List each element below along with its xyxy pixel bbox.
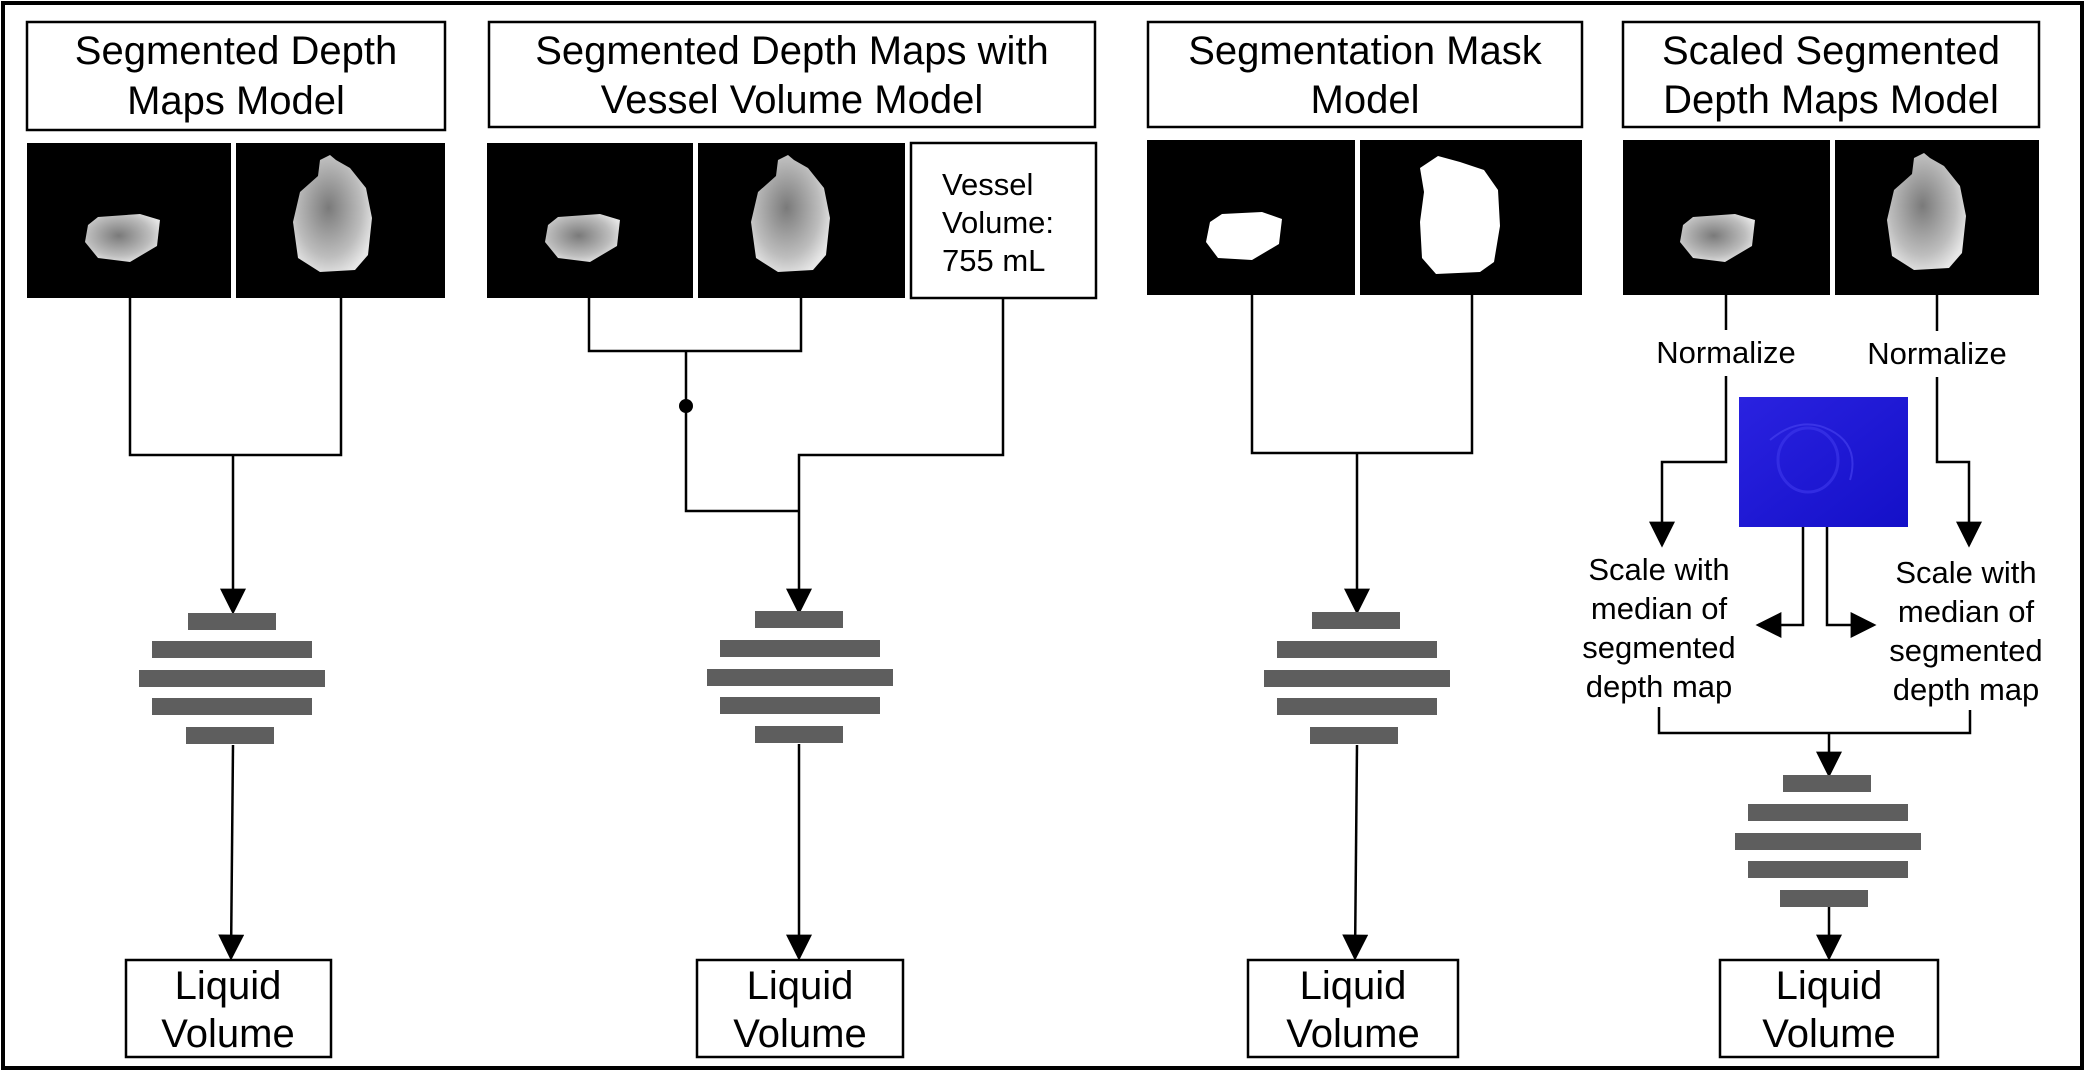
panel-4-merge-line [1657,707,1972,735]
panel-4-left-branch-lower [1649,376,1728,548]
network-layer [755,611,843,628]
scale-left-label: Scale with median of segmented depth map [1582,552,1735,704]
panel-1-title-line-2: Maps Model [127,79,345,123]
panel-3-arrow-to-output [1342,744,1369,961]
network-layer [720,640,880,657]
panel-1-output-line-2: Volume [161,1012,294,1056]
panel-1-merge-line [128,298,343,457]
panel-3-merge-line [1250,295,1474,455]
network-layer [1748,861,1908,878]
scale-left-line-2: median of [1591,591,1728,626]
network-layer [1277,698,1437,715]
panel-1-output-box [124,958,333,1059]
panel-segmented-depth-maps-with-vessel-volume-model: Segmented Depth Maps with Vessel Volume … [487,20,1098,1059]
depth-scale-map [1739,397,1908,527]
panel-1-neural-network [139,613,325,744]
scale-right-line-2: median of [1898,594,2035,629]
panel-4-output-line-2: Volume [1762,1012,1895,1056]
network-layer [186,727,274,744]
panel-3-output-line-1: Liquid [1300,964,1407,1008]
panel-4-output-box [1718,958,1940,1059]
panel-3-large-vessel-mask-shape [1420,156,1500,274]
network-layer [1277,641,1437,658]
panel-3-title-box [1146,20,1584,129]
panel-3-title-line-1: Segmentation Mask [1188,29,1543,73]
scale-right-line-1: Scale with [1895,555,2036,590]
network-layer [1312,612,1400,629]
panel-1-large-vessel-shape [293,155,372,272]
network-layer [1748,804,1908,821]
panel-2-merge-line [587,298,803,353]
network-layer [1264,670,1450,687]
panel-3-title-line-2: Model [1311,78,1420,122]
network-layer [1780,890,1868,907]
panel-4-title-line-2: Depth Maps Model [1663,78,1999,122]
panel-4-scale-arrow-right [1825,527,1877,638]
vessel-volume-value: 755 mL [942,243,1045,278]
panel-4-neural-network [1735,775,1921,907]
scale-left-line-3: segmented [1582,630,1735,665]
depth-scale-map-image [1739,397,1908,527]
vessel-volume-box [909,141,1098,300]
scale-right-line-4: depth map [1893,672,2040,707]
network-layer [755,726,843,743]
panel-1-title-box [25,20,447,132]
network-layer [720,697,880,714]
panel-4-large-vessel-shape [1887,153,1966,270]
panel-3-neural-network [1264,612,1450,744]
panel-4-scale-arrow-left [1755,527,1805,638]
network-layer [1783,775,1871,792]
network-layer [139,670,325,687]
network-layer [707,669,893,686]
panel-2-output-box [695,958,905,1059]
panel-1-small-vessel-shape [85,214,160,262]
scale-left-line-4: depth map [1586,669,1733,704]
network-layer [1735,833,1921,850]
panel-2-title-line-1: Segmented Depth Maps with [535,29,1049,73]
panel-1-arrow-to-output [218,744,245,961]
panel-3-output-box [1246,958,1460,1059]
panel-4-title-line-1: Scaled Segmented [1662,29,2000,73]
network-layer [152,641,312,658]
scale-right-line-3: segmented [1889,633,2042,668]
panel-2-title-line-2: Vessel Volume Model [601,78,983,122]
panel-2-junction-dot [679,399,693,413]
normalize-label-left: Normalize [1656,335,1796,370]
panel-segmentation-mask-model: Segmentation Mask Model Liquid Volume [1146,20,1584,1059]
vessel-volume-label-line-1: Vessel [942,167,1033,202]
panel-2-output-line-1: Liquid [747,964,854,1008]
panel-4-small-vessel-shape [1680,214,1755,262]
depth-scale-map-texture [1776,426,1840,494]
panel-2-large-vessel-shape [751,155,830,272]
panel-1-title-line-1: Segmented Depth [75,29,397,73]
panel-2-title-box [487,20,1097,129]
panel-4-right-branch-lower [1935,377,1982,548]
network-layer [188,613,276,630]
panel-3-output-line-2: Volume [1286,1012,1419,1056]
network-layer [1310,727,1398,744]
panel-3-small-vessel-mask-shape [1206,212,1282,260]
scale-left-line-1: Scale with [1588,552,1729,587]
scale-right-label: Scale with median of segmented depth map [1889,555,2042,707]
panel-2-output-line-2: Volume [733,1012,866,1056]
panel-2-neural-network [707,611,893,743]
panel-segmented-depth-maps-model: Segmented Depth Maps Model Liquid Volume [25,20,447,1059]
panel-2-small-vessel-shape [545,214,620,262]
network-layer [152,698,312,715]
panel-1-output-line-1: Liquid [175,964,282,1008]
panel-4-output-line-1: Liquid [1776,964,1883,1008]
normalize-label-right: Normalize [1867,336,2007,371]
panel-4-title-box [1621,20,2041,129]
panel-2-volume-line [797,298,1005,511]
vessel-volume-label-line-2: Volume: [942,205,1054,240]
panel-scaled-segmented-depth-maps-model: Scaled Segmented Depth Maps Model Normal… [1582,20,2043,1059]
depth-scale-map-texture [1769,423,1854,481]
